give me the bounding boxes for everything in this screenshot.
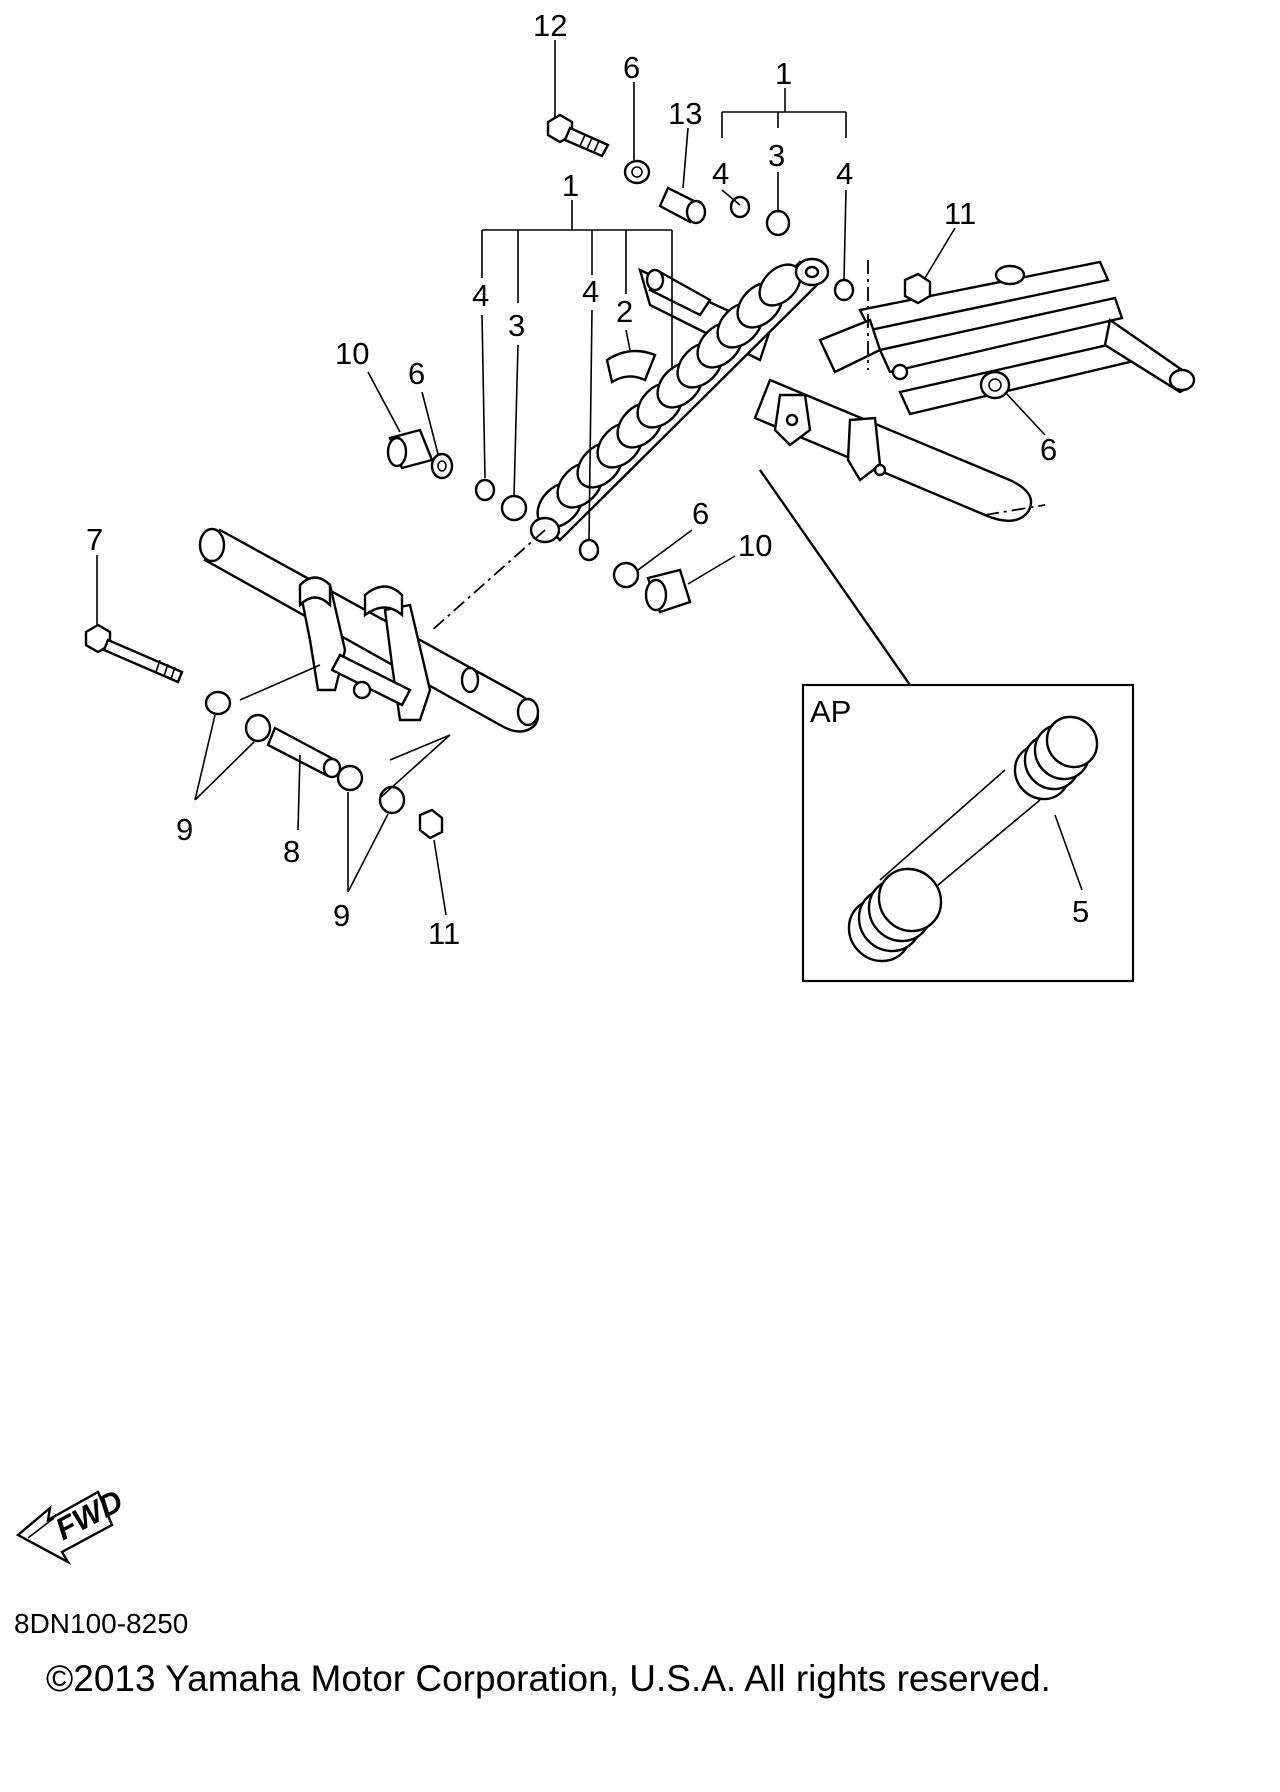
- callout-9: 9: [176, 812, 193, 847]
- callout-13: 13: [668, 96, 702, 131]
- callout-1: 1: [562, 168, 579, 203]
- callout-6: 6: [692, 496, 709, 531]
- inset-label: AP: [810, 694, 851, 729]
- nut-11-bottom: [418, 808, 444, 840]
- inset-ap: [759, 469, 1135, 983]
- callout-1: 1: [775, 56, 792, 91]
- callout-6: 6: [1040, 432, 1057, 467]
- callout-2: 2: [616, 294, 633, 329]
- rocker-arm: [198, 527, 540, 733]
- washer-6-top: [623, 159, 651, 185]
- nut-11-top: [903, 272, 932, 305]
- bolt-12: [546, 113, 610, 158]
- bushing-2: [605, 349, 657, 384]
- callout-5: 5: [1072, 894, 1089, 929]
- copyright-text: ©2013 Yamaha Motor Corporation, U.S.A. A…: [46, 1658, 1051, 1699]
- callout-10: 10: [738, 528, 772, 563]
- bushing-10-right: [644, 568, 692, 614]
- callout-4: 4: [712, 156, 729, 191]
- callout-9: 9: [333, 898, 350, 933]
- callout-3: 3: [508, 308, 525, 343]
- fwd-arrow-icon: FWD: [15, 1483, 129, 1566]
- bushing-10-left: [386, 428, 434, 470]
- callout-6: 6: [623, 50, 640, 85]
- shock-absorber: [529, 257, 830, 544]
- callout-labels: 12 6 13 1 4 3 4 11 1 4 3 4 2 10 6 6 6 10…: [86, 8, 1089, 951]
- callout-4: 4: [582, 274, 599, 309]
- suspension-frame: [638, 260, 1196, 522]
- diagram-code: 8DN100-8250: [14, 1608, 189, 1639]
- callout-8: 8: [283, 834, 300, 869]
- callout-11: 11: [944, 196, 976, 231]
- callout-4: 4: [472, 278, 489, 313]
- callout-10: 10: [335, 336, 369, 371]
- callout-3: 3: [768, 138, 785, 173]
- callout-6: 6: [408, 356, 425, 391]
- callout-7: 7: [86, 522, 103, 557]
- callout-4: 4: [836, 156, 853, 191]
- pin-8: [266, 726, 342, 779]
- leader-lines: [96, 40, 1046, 916]
- bolt-7: [84, 623, 184, 684]
- callout-12: 12: [533, 8, 567, 43]
- collar-13: [658, 186, 707, 225]
- callout-11: 11: [428, 916, 460, 951]
